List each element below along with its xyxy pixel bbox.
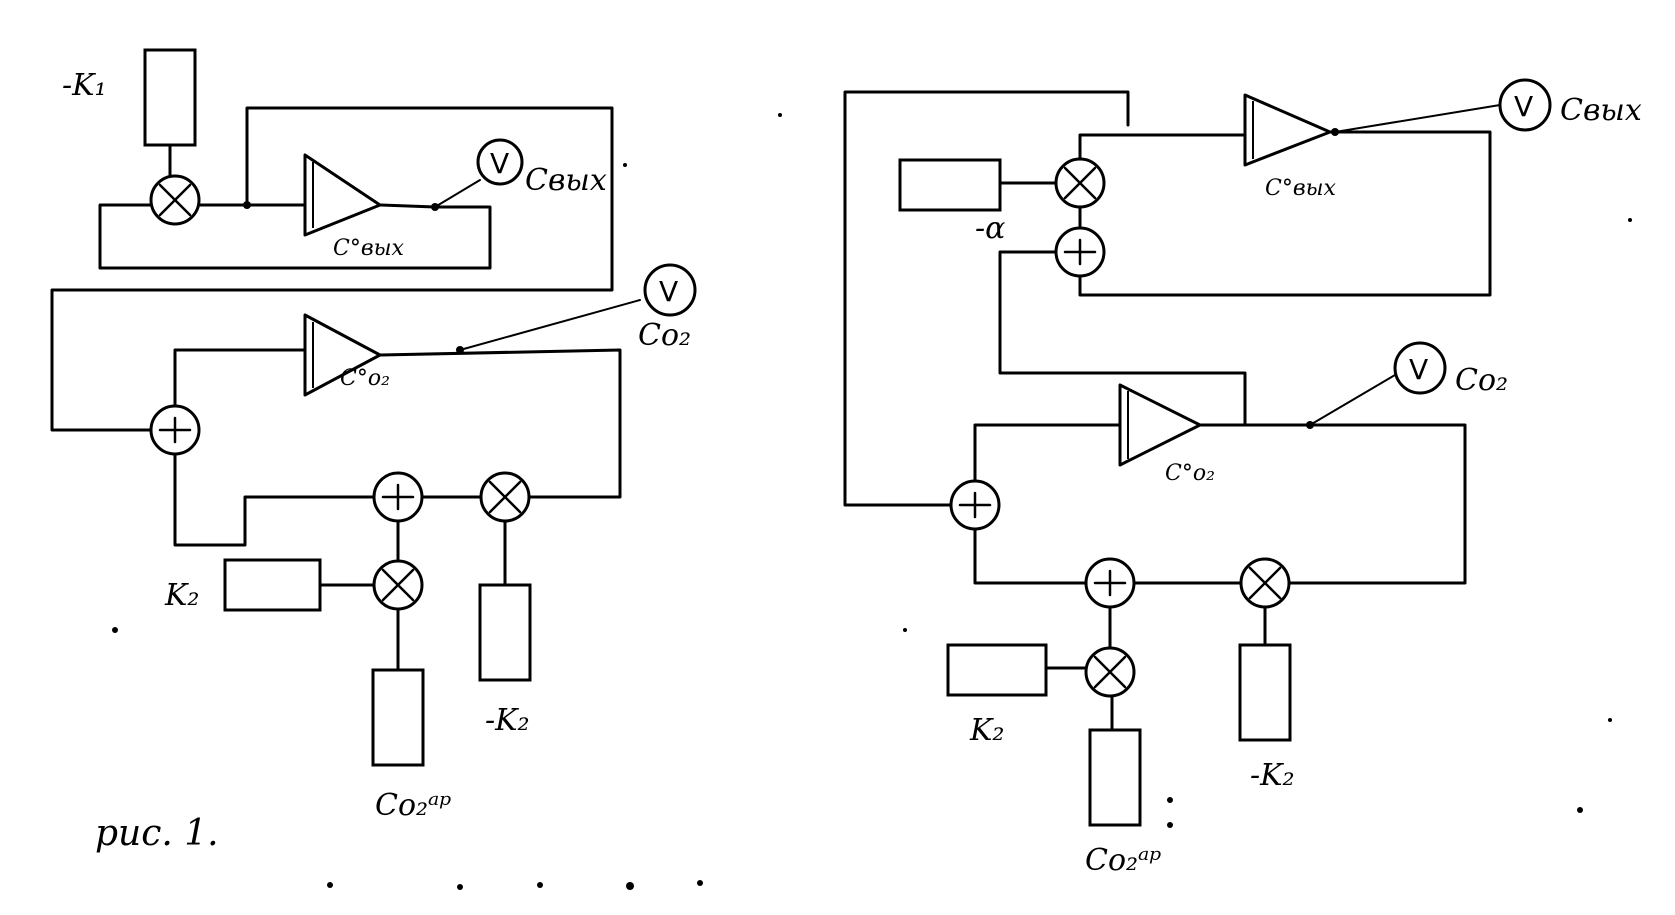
right-wire <box>973 423 1122 507</box>
right-diagram: -α V Cвых C°вых <box>843 78 1642 878</box>
right-input-box-co2ap <box>1088 728 1142 827</box>
scan-artifacts <box>112 113 1632 890</box>
right-label-out-1: Cвых <box>1560 93 1642 128</box>
left-label-out-2: Co₂ <box>638 318 691 353</box>
left-multiplier-1 <box>149 174 201 226</box>
right-label-out-2: Co₂ <box>1455 363 1508 398</box>
left-multiplier-3 <box>372 559 424 611</box>
right-wire <box>1078 133 1247 161</box>
left-label-init-2: C°o₂ <box>340 366 390 391</box>
right-adder-1 <box>1054 226 1106 278</box>
right-probe-wire <box>1309 374 1396 426</box>
left-integrator-1 <box>303 153 382 237</box>
left-label-k1: -K₁ <box>62 68 107 103</box>
right-coef-box-alpha <box>898 158 1002 212</box>
right-wire-feedback-1 <box>1078 130 1492 297</box>
left-probe-wire <box>434 179 481 208</box>
left-label-k2: K₂ <box>164 578 199 613</box>
svg-text:V: V <box>1514 90 1533 123</box>
right-adder-3 <box>1084 557 1136 609</box>
right-adder-2 <box>949 479 1001 531</box>
right-label-k2: K₂ <box>969 713 1004 748</box>
right-label-init-1: C°вых <box>1265 176 1337 201</box>
right-voltmeter-2: V <box>1393 341 1447 395</box>
right-label-input: Co₂ᵃᵖ <box>1085 843 1161 878</box>
left-wire-feedback-1 <box>98 203 492 270</box>
right-integrator-1 <box>1243 93 1332 167</box>
left-wire <box>378 203 437 209</box>
svg-text:V: V <box>490 147 509 180</box>
left-voltmeter-1: V <box>476 138 524 186</box>
right-label-init-2: C°o₂ <box>1165 461 1215 486</box>
left-adder-2 <box>372 471 424 523</box>
right-label-alpha: -α <box>975 211 1005 246</box>
left-probe-wire <box>459 299 641 351</box>
right-multiplier-2 <box>1239 557 1291 609</box>
left-junction <box>243 201 251 209</box>
right-voltmeter-1: V <box>1498 78 1552 132</box>
left-wire-feedback-2 <box>378 348 622 499</box>
right-wire-outer-loop <box>843 90 1130 507</box>
left-voltmeter-2: V <box>643 263 697 317</box>
right-integrator-2 <box>1118 383 1202 467</box>
right-multiplier-3 <box>1084 646 1136 698</box>
left-adder-1 <box>149 404 201 456</box>
right-probe-wire <box>1334 104 1501 133</box>
left-coef-box-k1 <box>143 48 197 147</box>
left-input-box-co2ap <box>371 668 425 767</box>
left-coef-box-minus-k2 <box>478 583 532 682</box>
left-wire <box>173 452 376 547</box>
left-label-input: Co₂ᵃᵖ <box>375 788 451 823</box>
svg-text:V: V <box>659 275 678 308</box>
right-label-minus-k2: -K₂ <box>1250 758 1295 793</box>
right-wire-crossloop <box>998 250 1247 427</box>
left-diagram: -K₁ V Cвых C°вых <box>50 48 697 854</box>
left-multiplier-2 <box>479 471 531 523</box>
left-label-init-1: C°вых <box>333 236 405 261</box>
right-coef-box-minus-k2 <box>1238 643 1292 742</box>
left-coef-box-k2 <box>223 558 322 612</box>
svg-text:V: V <box>1409 353 1428 386</box>
left-wire <box>173 348 307 408</box>
right-wire <box>973 527 1088 585</box>
right-wire-feedback-2 <box>1198 423 1467 585</box>
left-label-out-1: Cвых <box>525 163 607 198</box>
left-wire-crossloop <box>50 106 614 432</box>
right-multiplier-1 <box>1054 157 1106 209</box>
left-label-minus-k2: -K₂ <box>485 703 530 738</box>
left-integrator-2 <box>303 313 382 397</box>
right-coef-box-k2 <box>946 643 1048 697</box>
figure-caption: рис. 1. <box>95 813 219 854</box>
